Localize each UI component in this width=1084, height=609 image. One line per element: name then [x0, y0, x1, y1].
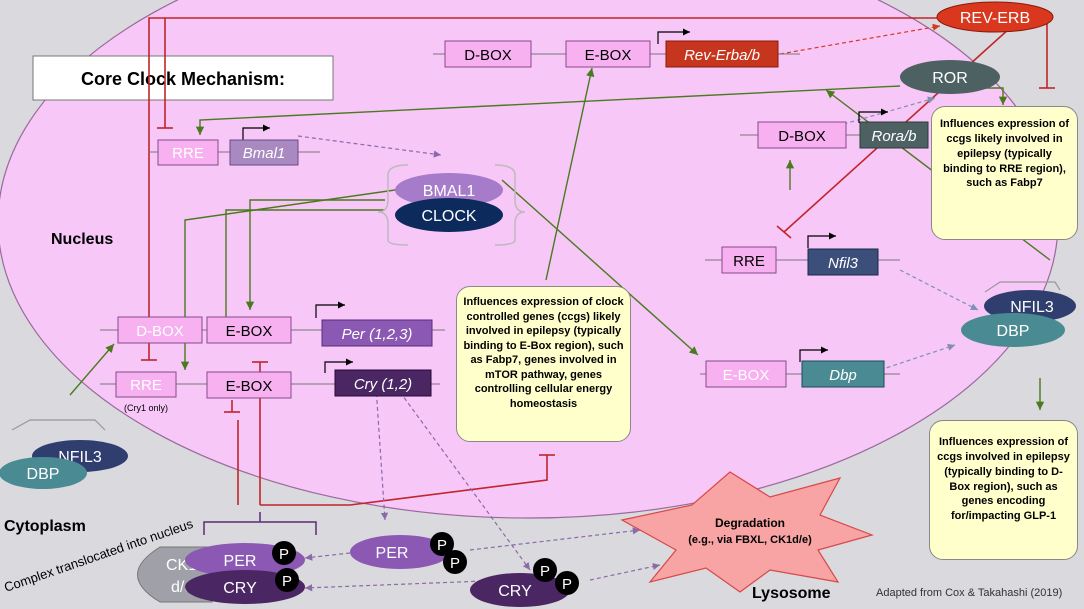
phospho-cry-2-label: P	[562, 576, 572, 593]
dbox-top-label: D-BOX	[464, 47, 512, 64]
credit-text: Adapted from Cox & Takahashi (2019)	[876, 587, 1062, 599]
phospho-per-complex	[272, 541, 296, 565]
per-free	[350, 535, 450, 569]
per-complex-label: PER	[224, 553, 257, 570]
rev-erba-gene	[665, 40, 779, 68]
nfil3-protein-right-label: NFIL3	[1010, 299, 1054, 316]
note-right-top: Influences expression of ccgs likely inv…	[931, 106, 1078, 240]
ebox-top	[565, 40, 651, 68]
ebox-dbp-label: E-BOX	[723, 367, 770, 384]
degradation-subtitle: (e.g., via FBXL, CK1d/e)	[688, 534, 812, 546]
per-gene	[321, 319, 433, 347]
cry-complex	[185, 570, 305, 604]
note-center: Influences expression of clock controlle…	[456, 286, 631, 442]
dbp-gene	[801, 360, 885, 388]
phospho-per-1	[430, 532, 454, 556]
lysosome-label: Lysosome	[752, 585, 831, 602]
ror-protein-label: ROR	[932, 70, 968, 87]
rre-nfil3	[721, 246, 777, 274]
phospho-per-2	[443, 550, 467, 574]
ebox-per	[206, 316, 292, 344]
cry-gene	[334, 369, 432, 397]
phospho-cry-complex	[275, 568, 299, 592]
dbp-protein-right-label: DBP	[997, 323, 1030, 340]
note-right-bottom: Influences expression of ccgs involved i…	[929, 420, 1078, 560]
cry1-only-label: (Cry1 only)	[124, 403, 168, 413]
rre-cry	[115, 371, 177, 398]
title-box	[32, 55, 334, 101]
dbox-per-label: D-BOX	[136, 323, 184, 340]
phospho-cry-2	[555, 571, 579, 595]
per-free-label: PER	[376, 545, 409, 562]
dbox-top	[444, 40, 532, 68]
cry-gene-label: Cry (1,2)	[354, 376, 412, 393]
phospho-cry-1-label: P	[540, 563, 550, 580]
dbox-rora-label: D-BOX	[778, 128, 826, 145]
phospho-cry-complex-label: P	[282, 573, 292, 590]
ebox-cry-label: E-BOX	[226, 378, 273, 395]
cry-complex-label: CRY	[223, 580, 257, 597]
degradation-title: Degradation	[715, 516, 785, 530]
bmal1-protein-label: BMAL1	[423, 183, 476, 200]
dbp-protein-left-label: DBP	[27, 466, 60, 483]
ebox-dbp	[705, 360, 787, 388]
ror-protein	[900, 60, 1000, 94]
promoter-boxes: D-BOX E-BOX Rev-Erba/b D-BOX Rora/b RRE …	[115, 40, 929, 413]
translation-arrows	[297, 23, 979, 592]
dbox-rora	[757, 121, 847, 149]
rev-erb-protein	[936, 1, 1054, 33]
dbp-protein-right	[961, 313, 1065, 347]
dbp-gene-label: Dbp	[829, 367, 857, 384]
phospho-per-complex-label: P	[279, 546, 289, 563]
clock-protein-label: CLOCK	[421, 208, 476, 225]
bmal1-gene-label: Bmal1	[243, 145, 286, 162]
title: Core Clock Mechanism:	[81, 69, 285, 89]
clock-protein	[395, 198, 503, 232]
rre-cry-label: RRE	[130, 377, 162, 394]
rre-nfil3-label: RRE	[733, 253, 765, 270]
ebox-per-label: E-BOX	[226, 323, 273, 340]
rora-gene	[859, 121, 929, 149]
nucleus-label: Nucleus	[51, 231, 113, 248]
tss-arrows	[242, 28, 888, 373]
nfil3-gene	[807, 248, 879, 276]
phospho-per-1-label: P	[437, 537, 447, 554]
bmal1-protein	[395, 173, 503, 207]
rre-bmal	[157, 139, 219, 166]
rev-erba-gene-label: Rev-Erba/b	[684, 47, 760, 64]
bmal1-gene	[229, 139, 299, 166]
dbox-per	[117, 316, 203, 344]
degradation-star	[620, 471, 874, 593]
rev-erb-protein-label: REV-ERB	[960, 10, 1030, 27]
cry-free-label: CRY	[498, 583, 532, 600]
dbp-protein-left	[0, 457, 87, 489]
ebox-cry	[206, 371, 292, 399]
ebox-top-label: E-BOX	[585, 47, 632, 64]
nfil3-gene-label: Nfil3	[828, 255, 859, 272]
cytoplasm-label: Cytoplasm	[4, 518, 86, 535]
phospho-cry-1	[533, 558, 557, 582]
rora-gene-label: Rora/b	[871, 128, 916, 145]
per-gene-label: Per (1,2,3)	[342, 326, 413, 343]
rre-bmal-label: RRE	[172, 145, 204, 162]
phospho-per-2-label: P	[450, 555, 460, 572]
